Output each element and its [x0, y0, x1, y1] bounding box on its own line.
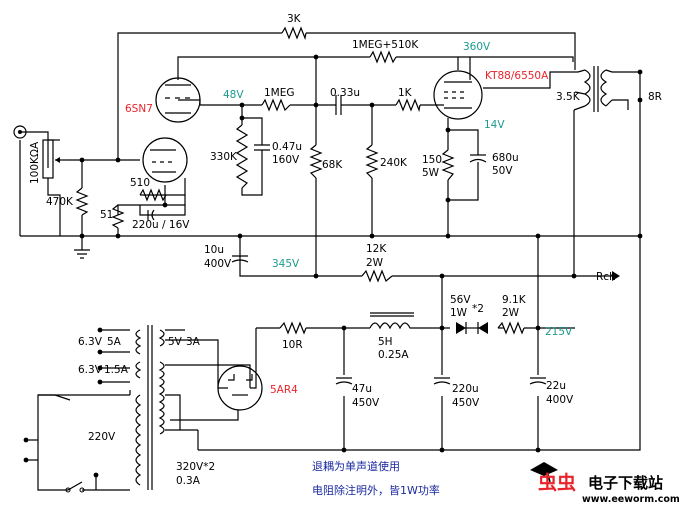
label-primary: 220V: [88, 431, 116, 443]
label-r91k: 9.1K: [502, 294, 527, 306]
label-cap-047-voltage: 160V: [272, 154, 300, 166]
label-filament-1: 6.3V: [78, 336, 103, 348]
label-cathode-resistor: 150: [422, 154, 442, 166]
label-c220u: 220u: [452, 383, 479, 395]
label-grid-stop: 1K: [398, 87, 413, 99]
label-plate-1meg: 1MEG: [264, 87, 295, 99]
logo-name: 电子下载站: [588, 474, 663, 492]
label-c22u: 22u: [546, 380, 566, 392]
label-driver-tube: 6SN7: [125, 103, 153, 115]
label-cathode-cap-voltage: 50V: [492, 165, 513, 177]
label-hv-winding: 320V*2: [176, 461, 215, 473]
logo-url: www.eeworm.com: [582, 494, 679, 505]
label-r68k: 68K: [322, 159, 343, 171]
label-cap-047: 0.47u: [272, 141, 302, 153]
label-cathode-51: 51: [100, 209, 113, 221]
label-b-plus-mid: 345V: [272, 258, 300, 270]
label-screen-resistor: 1MEG+510K: [352, 39, 419, 51]
label-r12k-power: 2W: [366, 257, 384, 269]
label-output-tube: KT88/6550A: [485, 70, 549, 82]
label-cathode-cap: 680u: [492, 152, 519, 164]
label-filter-10u: 10u: [204, 244, 224, 256]
label-choke-current: 0.25A: [378, 349, 409, 361]
label-r240k: 240K: [380, 157, 408, 169]
label-c22u-voltage: 400V: [546, 394, 574, 406]
logo-brand: 虫虫: [538, 471, 576, 494]
label-choke: 5H: [378, 336, 393, 348]
note-decoupling: 退耦为单声道使用: [312, 459, 400, 473]
label-driver-plate-voltage: 48V: [223, 89, 244, 101]
label-cathode-cap-small: 220u / 16V: [132, 219, 190, 231]
label-rect-filament-current: 3A: [186, 336, 201, 348]
label-filament-2-current: 1.5A: [104, 364, 129, 376]
label-ot-primary: 3.5K: [556, 91, 581, 103]
label-rectifier-tube: 5AR4: [270, 384, 298, 396]
label-filter-10u-voltage: 400V: [204, 258, 232, 270]
label-hv-current: 0.3A: [176, 475, 201, 487]
label-filament-1-current: 5A: [107, 336, 122, 348]
label-rect-filament: 5V: [168, 336, 183, 348]
label-r91k-power: 2W: [502, 307, 520, 319]
label-cathode-510: 510: [130, 177, 150, 189]
label-zener-count: *2: [472, 303, 484, 315]
label-c220u-voltage: 450V: [452, 397, 480, 409]
label-ot-secondary: 8R: [648, 91, 662, 103]
label-input-grid: 470K: [46, 196, 74, 208]
label-c47u-voltage: 450V: [352, 397, 380, 409]
label-rch: Rch: [596, 271, 616, 283]
label-output-cathode-voltage: 14V: [484, 119, 505, 131]
label-r10r: 10R: [282, 339, 303, 351]
site-logo: 虫虫 电子下载站 www.eeworm.com: [530, 462, 679, 505]
label-output-plate-voltage: 360V: [463, 41, 491, 53]
label-c47u: 47u: [352, 383, 372, 395]
label-filament-2: 6.3V: [78, 364, 103, 376]
label-fb-resistor: 3K: [287, 13, 302, 25]
label-volume-pot: 100KΩA: [29, 141, 41, 184]
label-plate-load: 330K: [210, 151, 238, 163]
label-coupling-cap: 0.33u: [330, 87, 360, 99]
note-resistor-power: 电阻除注明外，皆1W功率: [312, 483, 440, 497]
label-zener: 56V: [450, 294, 471, 306]
label-zener-power: 1W: [450, 307, 468, 319]
label-cathode-resistor-power: 5W: [422, 167, 440, 179]
label-b-plus-driver: 215V: [545, 326, 573, 338]
label-r12k: 12K: [366, 243, 387, 255]
